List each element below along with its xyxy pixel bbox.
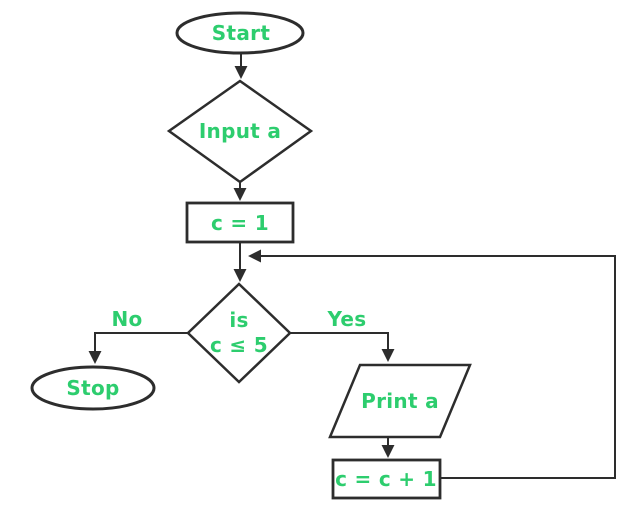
edge-decision-to-stop bbox=[88, 332, 188, 364]
c-init-label: c = 1 bbox=[211, 211, 269, 235]
edge-label-no: No bbox=[111, 307, 142, 331]
input-node: Input a bbox=[166, 79, 314, 184]
decision-label-line2: c ≤ 5 bbox=[210, 333, 268, 357]
input-label: Input a bbox=[199, 119, 281, 143]
edge-decision-to-print bbox=[290, 332, 395, 362]
c-init-node: c = 1 bbox=[185, 201, 295, 244]
decision-node: is c ≤ 5 bbox=[186, 282, 292, 384]
print-node: Print a bbox=[328, 363, 472, 439]
stop-label: Stop bbox=[66, 376, 119, 400]
start-node: Start bbox=[175, 11, 305, 55]
edge-loop-back bbox=[248, 249, 616, 479]
decision-label-line1: is bbox=[229, 308, 248, 332]
stop-node: Stop bbox=[30, 365, 156, 411]
increment-label: c = c + 1 bbox=[335, 467, 437, 491]
start-label: Start bbox=[212, 21, 271, 45]
edge-label-yes: Yes bbox=[326, 307, 366, 331]
increment-node: c = c + 1 bbox=[331, 458, 442, 500]
print-label: Print a bbox=[361, 389, 439, 413]
